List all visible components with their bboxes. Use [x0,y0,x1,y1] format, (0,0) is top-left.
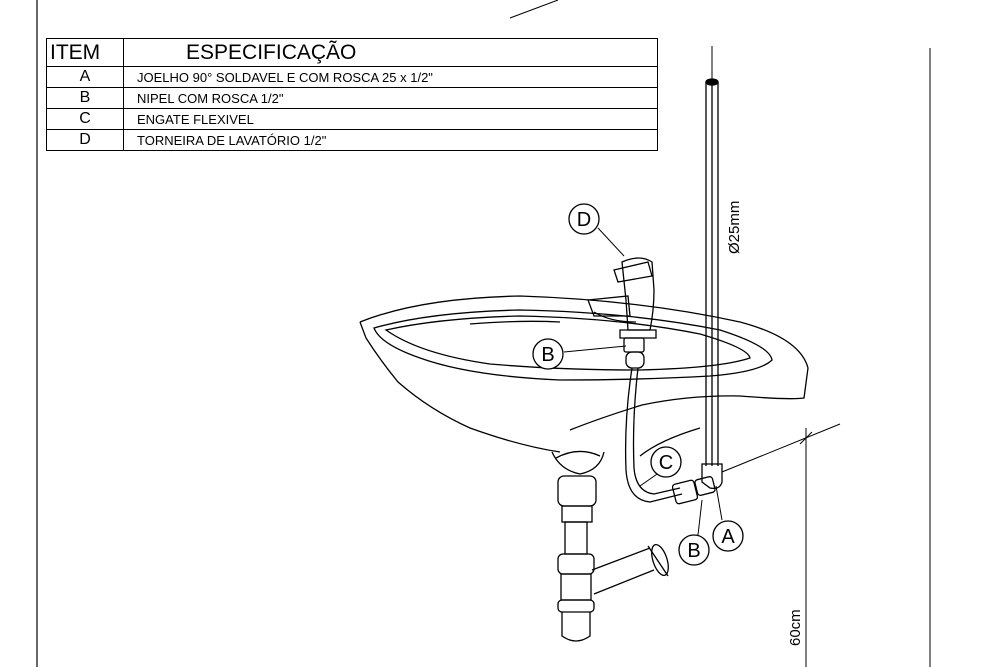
row-item: A [46,66,124,88]
row-item: D [46,129,124,151]
table-row: C ENGATE FLEXIVEL [46,108,658,130]
callout-c-circle [650,446,682,478]
drain-trap [551,450,669,642]
row-spec: JOELHO 90° SOLDAVEL E COM ROSCA 25 x 1/2… [123,66,658,88]
table-row: A JOELHO 90° SOLDAVEL E COM ROSCA 25 x 1… [46,66,658,88]
row-item: C [46,108,124,130]
height-dimension [721,423,841,667]
header-spec: ESPECIFICAÇÃO [123,38,658,67]
callout-d-circle [568,203,600,235]
callout-a-label: A [721,526,735,548]
row-spec: ENGATE FLEXIVEL [123,108,658,130]
faucet [587,257,657,369]
callout-b-bottom-circle [678,534,710,566]
row-item: B [46,87,124,109]
flexible-connector [624,367,716,505]
callout-leaders [563,227,723,536]
callout-b-top-circle [532,338,564,370]
height-label: 60cm [787,609,804,646]
callout-b-bottom-label: B [687,540,700,562]
callout-c-label: C [659,452,673,474]
table-row: D TORNEIRA DE LAVATÓRIO 1/2" [46,129,658,151]
table-header-row: ITEM ESPECIFICAÇÃO [46,38,658,67]
top-leader-line [509,0,559,19]
table-row: B NIPEL COM ROSCA 1/2" [46,87,658,109]
callout-a-circle [712,520,744,552]
header-item: ITEM [46,38,124,67]
supply-pipe [701,46,723,490]
row-spec: TORNEIRA DE LAVATÓRIO 1/2" [123,129,658,151]
callout-d-label: D [577,209,591,231]
pipe-diameter-label: Ø25mm [726,201,743,254]
washbasin [359,295,809,457]
callout-b-top-label: B [541,344,554,366]
row-spec: NIPEL COM ROSCA 1/2" [123,87,658,109]
specification-table: ITEM ESPECIFICAÇÃO A JOELHO 90° SOLDAVEL… [46,38,658,151]
